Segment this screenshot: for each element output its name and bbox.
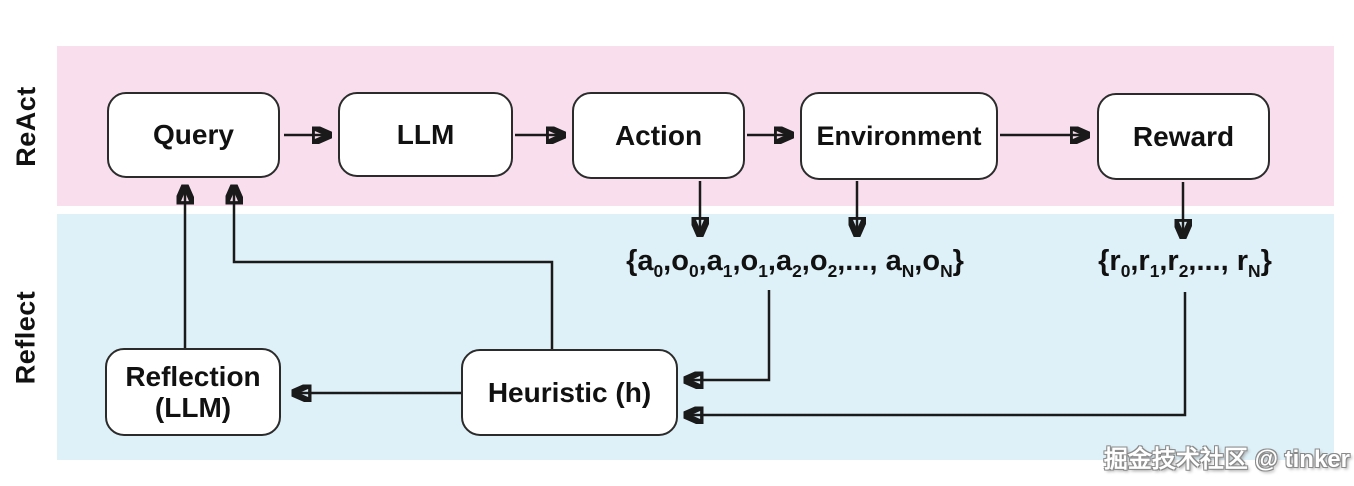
action-node: Action — [572, 92, 745, 179]
llm-node-label: LLM — [396, 118, 455, 150]
react-band-label-wrap: ReAct — [0, 46, 52, 206]
llm-node: LLM — [338, 92, 513, 177]
reflection-node-label-line2: (LLM) — [154, 392, 232, 423]
reflection-node-label-line1: Reflection — [125, 360, 261, 392]
heuristic-node: Heuristic (h) — [461, 349, 678, 436]
react-band-label: ReAct — [10, 85, 41, 167]
query-node: Query — [107, 92, 280, 178]
watermark-text: 掘金技术社区 @ tinker — [1103, 446, 1350, 473]
reflect-band-label-wrap: Reflect — [0, 214, 52, 460]
environment-node: Environment — [800, 92, 998, 180]
reward-node-label: Reward — [1132, 120, 1235, 152]
reward-node: Reward — [1097, 93, 1270, 180]
heuristic-node-label: Heuristic (h) — [487, 376, 652, 408]
trajectory-sequence-text: {a0,o0,a1,o1,a2,o2,..., aN,oN} — [626, 245, 964, 281]
query-node-label: Query — [153, 119, 234, 151]
rewards-sequence-text: {r0,r1,r2,..., rN} — [1098, 245, 1272, 281]
environment-node-label: Environment — [816, 120, 982, 151]
reflect-band-label: Reflect — [10, 290, 41, 384]
action-node-label: Action — [614, 119, 703, 151]
reflection-node: Reflection (LLM) — [105, 348, 281, 436]
